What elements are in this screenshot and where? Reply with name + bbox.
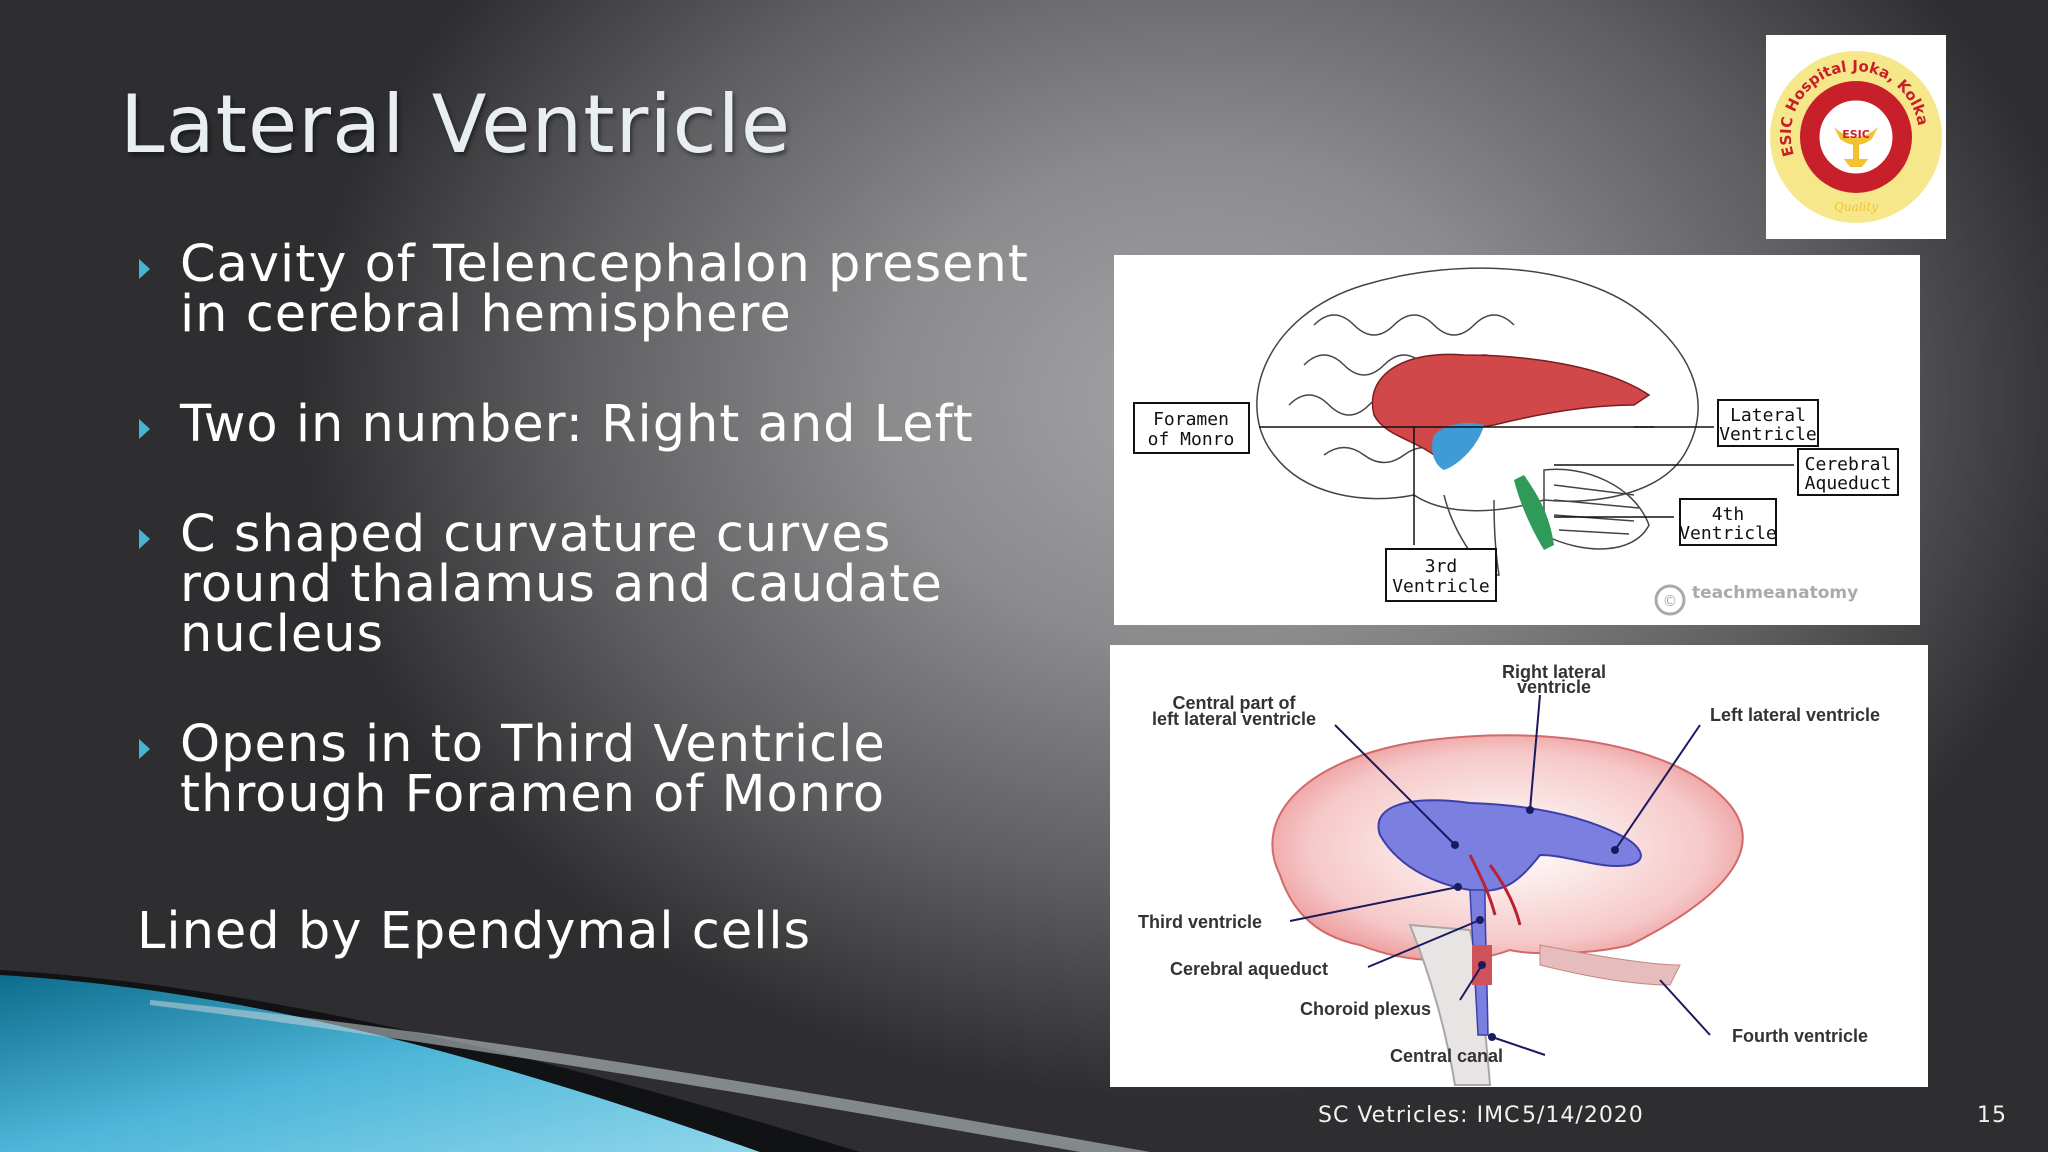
bullet-item: Cavity of Telencephalon present in cereb… bbox=[135, 235, 1035, 344]
label-left-lateral: Left lateral ventricle bbox=[1710, 705, 1880, 725]
logo-center-text: ESIC bbox=[1842, 128, 1870, 141]
bullet-text: Opens in to Third Ventricle bbox=[180, 715, 886, 774]
bullet-text: in cerebral hemisphere bbox=[180, 285, 792, 344]
copyright-icon: © bbox=[1663, 592, 1678, 610]
brain-ventricle-diagram: Foramen of Monro Lateral Ventricle Cereb… bbox=[1114, 255, 1920, 625]
ependymal-note: Lined by Ependymal cells bbox=[137, 902, 812, 961]
bullet-text: Cavity of Telencephalon present bbox=[180, 235, 1029, 294]
label-cerebral-aqueduct: Aqueduct bbox=[1805, 473, 1892, 494]
esic-logo: ESIC Hospital Joka, Kolkata ESIC Quality bbox=[1761, 21, 1946, 239]
label-central-canal: Central canal bbox=[1390, 1046, 1503, 1066]
bullet-text: Two in number: Right and Left bbox=[180, 395, 974, 454]
label-lateral-ventricle: Lateral bbox=[1730, 405, 1806, 426]
bullet-arrow-icon bbox=[139, 259, 150, 279]
label-central-part: left lateral ventricle bbox=[1152, 709, 1316, 729]
footer-course: SC Vetricles: IMC bbox=[1318, 1103, 1521, 1128]
ventricular-system-diagram: Central part of left lateral ventricle R… bbox=[1110, 645, 1928, 1087]
label-third-ventricle: Third ventricle bbox=[1138, 912, 1262, 932]
bullet-text: nucleus bbox=[180, 605, 385, 664]
label-foramen: of Monro bbox=[1148, 429, 1235, 450]
label-foramen: Foramen bbox=[1153, 409, 1229, 430]
bullet-arrow-icon bbox=[139, 529, 150, 549]
bullet-text: through Foramen of Monro bbox=[180, 765, 886, 824]
bullet-item: Opens in to Third Ventricle through Fora… bbox=[135, 715, 1035, 824]
bullet-text: C shaped curvature curves bbox=[180, 505, 892, 564]
label-central-part: Central part of bbox=[1172, 693, 1296, 713]
label-fourth-ventricle: Ventricle bbox=[1679, 523, 1777, 544]
label-third-ventricle: Ventricle bbox=[1392, 576, 1490, 597]
bullet-list: Cavity of Telencephalon present in cereb… bbox=[135, 235, 1035, 880]
watermark-text: teachmeanatomy bbox=[1692, 583, 1858, 603]
label-fourth-ventricle: Fourth ventricle bbox=[1732, 1026, 1868, 1046]
label-lateral-ventricle: Ventricle bbox=[1719, 424, 1817, 445]
bullet-arrow-icon bbox=[139, 739, 150, 759]
slide-title: Lateral Ventricle bbox=[120, 78, 792, 171]
bullet-text: round thalamus and caudate bbox=[180, 555, 943, 614]
bullet-item: C shaped curvature curves round thalamus… bbox=[135, 505, 1035, 664]
label-cerebral-aqueduct: Cerebral aqueduct bbox=[1170, 959, 1328, 979]
label-cerebral-aqueduct: Cerebral bbox=[1805, 454, 1892, 475]
label-right-lateral: ventricle bbox=[1517, 677, 1591, 697]
footer-page-number: 15 bbox=[1977, 1103, 2007, 1128]
label-choroid-plexus: Choroid plexus bbox=[1300, 999, 1431, 1019]
logo-bottom-text: Quality bbox=[1834, 200, 1878, 214]
label-third-ventricle: 3rd bbox=[1425, 556, 1458, 577]
bullet-arrow-icon bbox=[139, 419, 150, 439]
label-fourth-ventricle: 4th bbox=[1712, 504, 1745, 525]
footer-date: 5/14/2020 bbox=[1522, 1103, 1644, 1128]
bullet-item: Two in number: Right and Left bbox=[135, 395, 1035, 454]
label-right-lateral: Right lateral bbox=[1502, 662, 1606, 682]
